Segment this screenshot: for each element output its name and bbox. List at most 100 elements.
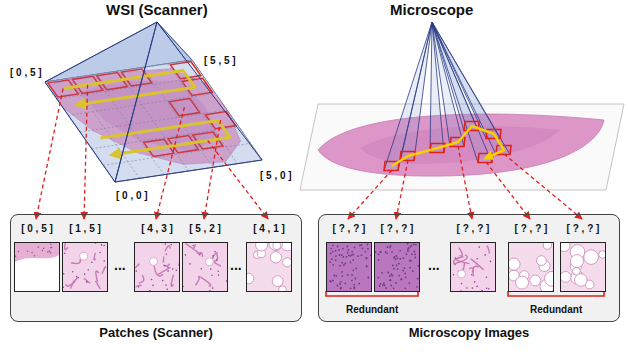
nucleus — [88, 269, 90, 271]
nucleus — [486, 276, 488, 278]
nucleus — [352, 269, 354, 271]
nucleus — [199, 254, 201, 256]
nucleus — [486, 288, 488, 290]
nucleus — [50, 244, 52, 246]
label-holder: [ 0 , 5 ] — [10, 62, 42, 80]
nucleus — [367, 248, 369, 250]
fiber — [136, 285, 141, 287]
nucleus — [378, 254, 380, 256]
fiber — [171, 275, 173, 286]
nucleus — [404, 267, 406, 269]
tissue-image — [62, 242, 108, 292]
nucleus — [84, 273, 86, 275]
nucleus — [416, 286, 418, 288]
image-patch: [ ? , ? ] — [372, 223, 422, 291]
nucleus — [330, 248, 332, 250]
image-patch: [ ? , ? ] — [324, 223, 374, 291]
nucleus — [214, 251, 216, 253]
nucleus — [31, 252, 33, 254]
nucleus — [330, 253, 332, 255]
panel-ground — [10, 214, 302, 322]
tissue-image — [374, 242, 420, 292]
nucleus — [350, 262, 352, 264]
nucleus — [386, 252, 388, 254]
nucleus — [396, 255, 398, 257]
fiber — [96, 271, 99, 282]
fat-cell — [205, 258, 213, 266]
nucleus — [351, 251, 353, 253]
image-patch: [ 0 , 5 ] — [12, 223, 62, 291]
nucleus — [172, 268, 174, 270]
nucleus — [339, 283, 341, 285]
fat-cell — [571, 255, 584, 268]
nucleus — [95, 242, 97, 244]
nucleus — [355, 268, 357, 270]
nucleus — [77, 277, 79, 279]
nucleus — [339, 265, 341, 267]
nucleus — [218, 274, 220, 276]
nucleus — [399, 258, 401, 260]
leader-arrow — [486, 162, 530, 219]
nucleus — [401, 278, 403, 280]
fiber — [473, 266, 479, 276]
patch-coordinate: [ 5 , 2 ] — [180, 223, 230, 235]
leader-arrow — [208, 141, 268, 220]
nucleus — [165, 284, 167, 286]
nucleus — [370, 254, 372, 256]
nucleus — [466, 287, 468, 289]
nucleus — [342, 248, 344, 250]
nucleus — [332, 251, 334, 253]
nucleus — [455, 257, 457, 259]
nucleus — [63, 273, 65, 275]
nucleus — [64, 253, 66, 255]
fat-cell — [584, 250, 599, 265]
nucleus — [209, 290, 211, 292]
ellipsis: ... — [114, 257, 126, 273]
fat-cell — [458, 270, 466, 278]
image-patch: [ 5 , 2 ] — [180, 223, 230, 291]
nucleus — [151, 279, 153, 281]
nucleus — [472, 287, 474, 289]
nucleus — [51, 247, 53, 249]
nucleus — [384, 285, 386, 287]
nucleus — [355, 278, 357, 280]
nucleus — [366, 258, 368, 260]
leader-arrow — [84, 85, 88, 219]
image-patch: [ ? , ? ] — [506, 223, 556, 291]
nucleus — [354, 247, 356, 249]
nucleus — [351, 254, 353, 256]
nucleus — [351, 274, 353, 276]
nucleus — [353, 284, 355, 286]
fat-cell — [256, 242, 268, 251]
nucleus — [389, 275, 391, 277]
nucleus — [397, 268, 399, 270]
nucleus — [18, 251, 20, 253]
view-cone — [432, 22, 492, 163]
nucleus — [379, 285, 381, 287]
fat-cell — [599, 251, 606, 259]
nucleus — [404, 287, 406, 289]
nucleus — [335, 259, 337, 261]
nucleus — [43, 248, 45, 250]
image-patch: [ ? , ? ] — [558, 223, 608, 291]
panel-title: Patches (Scanner) — [99, 325, 212, 340]
figure-title: WSI (Scanner) — [106, 1, 208, 18]
nucleus — [378, 259, 380, 261]
fiber — [163, 264, 169, 266]
scanner-pyramid — [36, 22, 268, 219]
nucleus — [164, 265, 166, 267]
nucleus — [166, 254, 168, 256]
nucleus — [409, 267, 411, 269]
nucleus — [407, 243, 409, 245]
nucleus — [407, 250, 409, 252]
nucleus — [189, 263, 191, 265]
nucleus — [99, 252, 101, 254]
nucleus — [217, 270, 219, 272]
patch-coordinate: [ ? , ? ] — [558, 223, 608, 235]
panel-title-holder: Patches (Scanner) — [0, 323, 331, 341]
label-holder: [ 0 , 0 ] — [116, 185, 148, 203]
fiber — [107, 279, 108, 286]
fiber — [154, 266, 163, 276]
fat-cell — [272, 276, 283, 287]
nucleus — [399, 250, 401, 252]
